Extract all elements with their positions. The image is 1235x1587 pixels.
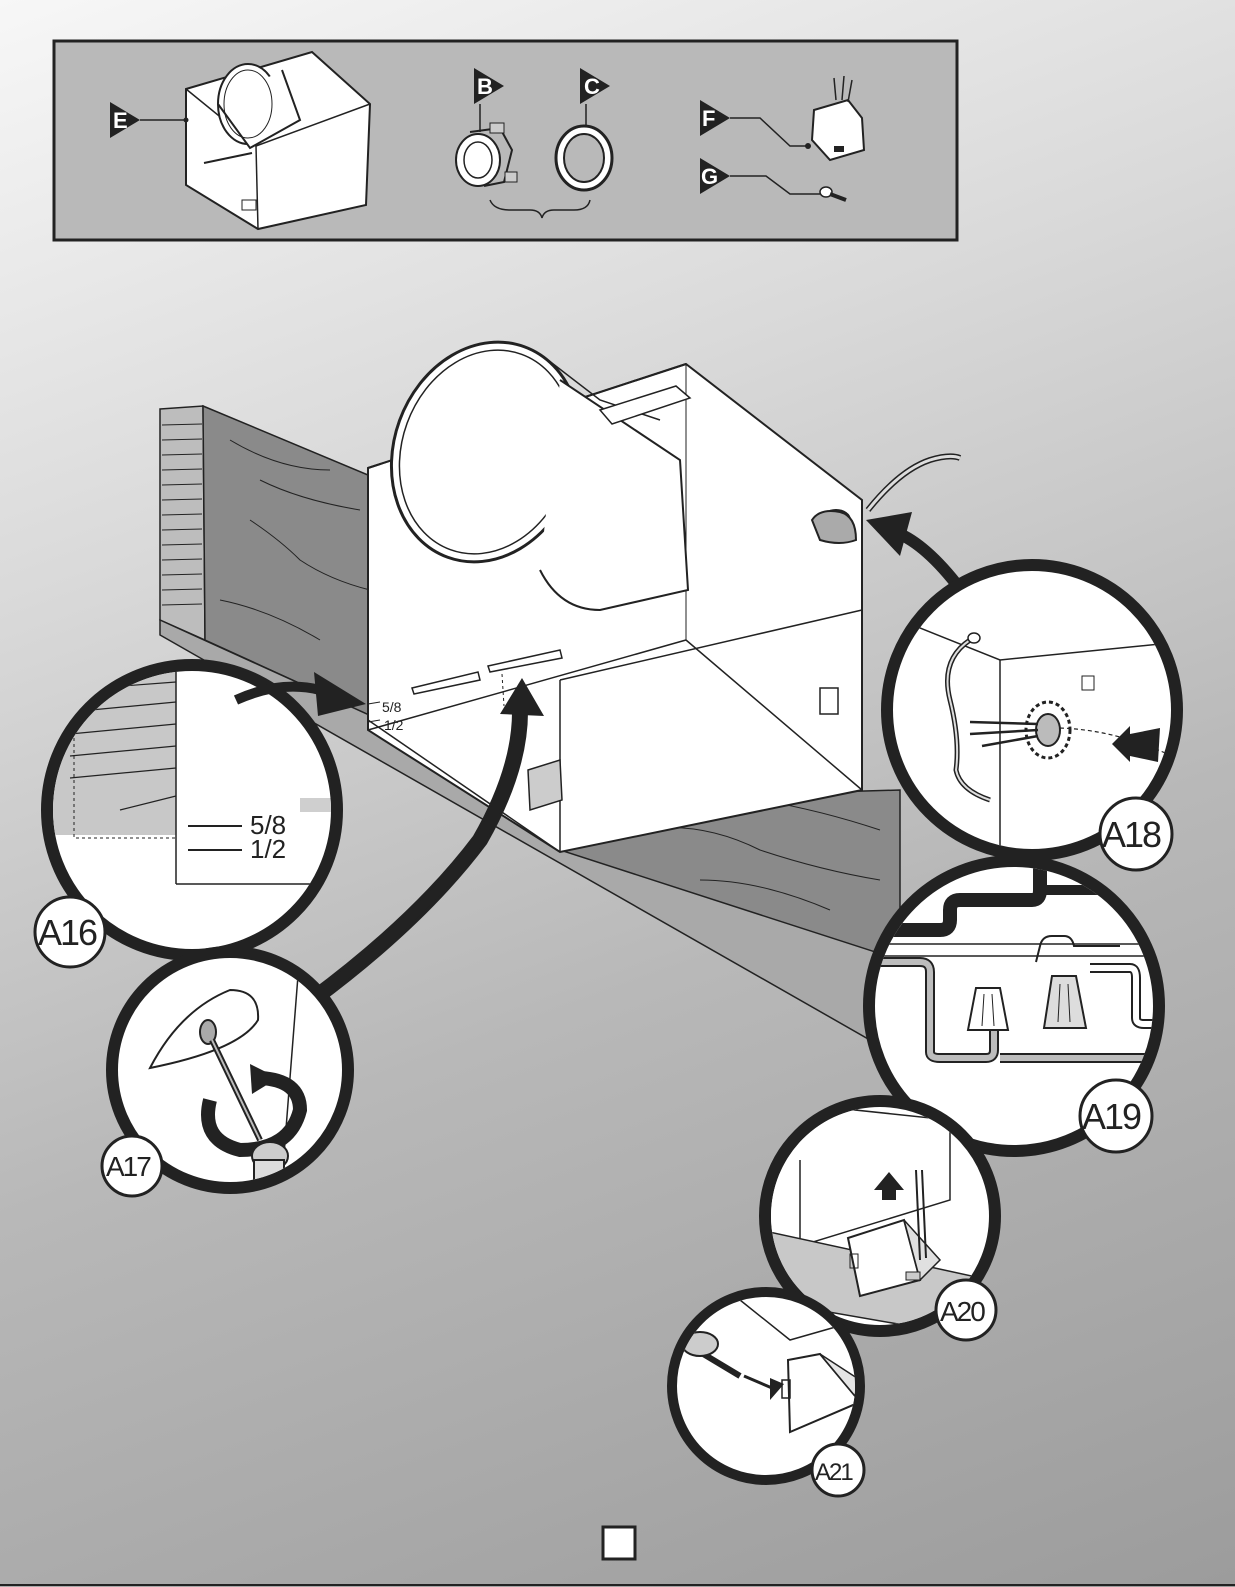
main-mark-1-2: 1/2	[384, 717, 404, 733]
wire-nut-left	[968, 988, 1008, 1030]
part-e-letter: E	[113, 108, 128, 133]
parts-box: E B C F	[54, 41, 957, 240]
part-b-letter: B	[477, 74, 493, 99]
callout-a18: A18	[866, 512, 1200, 870]
step-a20-label: A20	[940, 1296, 985, 1327]
step-a21-label: A21	[815, 1459, 853, 1486]
part-g-letter: G	[701, 164, 718, 189]
part-f-letter: F	[702, 106, 715, 131]
main-mark-5-8: 5/8	[382, 699, 402, 715]
a16-mark-1-2: 1/2	[250, 834, 286, 864]
page-number-box	[603, 1527, 635, 1559]
step-a19-label: A19	[1082, 1096, 1141, 1137]
part-c-letter: C	[584, 74, 600, 99]
callout-a21: A21	[672, 1292, 864, 1496]
step-a18-label: A18	[1102, 814, 1161, 855]
bottom-rule	[0, 1584, 1235, 1586]
step-a17-label: A17	[106, 1151, 151, 1182]
step-a16-label: A16	[38, 912, 97, 953]
